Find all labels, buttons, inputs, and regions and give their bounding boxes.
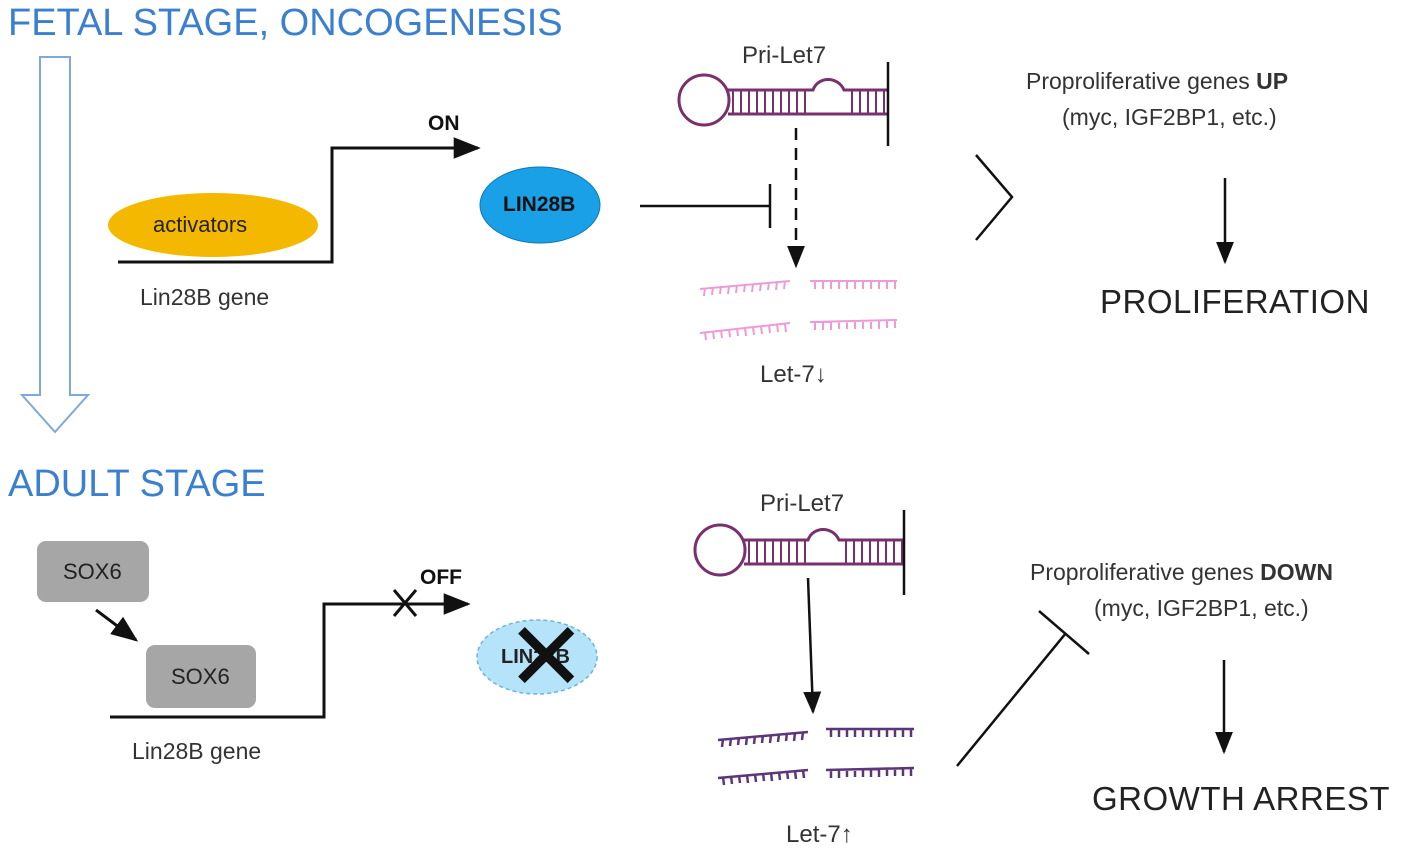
sox6-bound-label: SOX6: [171, 664, 230, 689]
stage-transition-arrow: [19, 56, 91, 434]
down-arrow-icon: ↓: [814, 361, 827, 388]
transcription-block-x: [392, 589, 418, 617]
genes-examples-bottom: (myc, IGF2BP1, etc.): [1094, 595, 1309, 621]
let7-low-text: Let-7: [760, 361, 815, 388]
let7-high-label: Let-7↑: [786, 823, 853, 847]
fetal-stage-title: FETAL STAGE, ONCOGENESIS: [8, 2, 563, 44]
activators-label: activators: [153, 212, 248, 237]
switch-on-label: ON: [428, 112, 460, 135]
genes-prefix-bottom: Proproliferative genes: [1030, 559, 1254, 585]
switch-off-label: OFF: [420, 566, 462, 589]
proproliferative-genes-up: Proproliferative genes UP: [1026, 70, 1288, 93]
lin28b-label-on: LIN28B: [503, 193, 576, 216]
activators-shape: [108, 193, 318, 257]
adult-stage-title: ADULT STAGE: [8, 463, 266, 505]
genes-examples-top: (myc, IGF2BP1, etc.): [1062, 104, 1277, 130]
chevron-connector-top: [975, 154, 1014, 241]
cross-out-x-icon: ✕: [506, 604, 587, 711]
genes-prefix-top: Proproliferative genes: [1026, 68, 1250, 94]
pri-let7-label-top: Pri-Let7: [742, 42, 827, 69]
sox6-free-box: [37, 541, 149, 602]
pri-let7-label-bottom: Pri-Let7: [760, 490, 845, 517]
pri-let7-hairpin-top: [677, 73, 888, 127]
genes-state-down: DOWN: [1260, 559, 1333, 585]
up-arrow-icon: ↑: [840, 821, 853, 848]
proliferation-outcome: PROLIFERATION: [1100, 283, 1370, 320]
sox6-binding-arrow: [95, 608, 139, 642]
let7-mirna-low: [699, 280, 898, 341]
processing-arrow-solid: [803, 577, 822, 715]
lin28b-inhibition: [640, 184, 772, 228]
let7-mirna-high: [717, 727, 915, 786]
growth-arrest-outcome: GROWTH ARREST: [1092, 780, 1391, 817]
let7-inhibition-of-genes: [956, 610, 1090, 767]
sox6-bound-box: [146, 645, 256, 708]
lin28b-label-off: LIN28B: [501, 646, 570, 668]
lin28b-protein-off: [476, 619, 598, 695]
sox6-free-label: SOX6: [63, 559, 122, 584]
lin28b-gene-on-line: [118, 137, 481, 264]
lin28b-protein-on: [479, 166, 601, 244]
pri-let7-hairpin-bottom: [693, 523, 904, 577]
proproliferative-genes-down: Proproliferative genes DOWN: [1030, 561, 1333, 584]
lin28b-gene-label-top: Lin28B gene: [140, 284, 270, 310]
let7-high-text: Let-7: [786, 821, 841, 848]
let7-low-label: Let-7↓: [760, 363, 827, 387]
lin28b-gene-label-bottom: Lin28B gene: [132, 738, 262, 764]
genes-state-up: UP: [1256, 68, 1289, 94]
lin28b-gene-off-line: [110, 593, 471, 719]
